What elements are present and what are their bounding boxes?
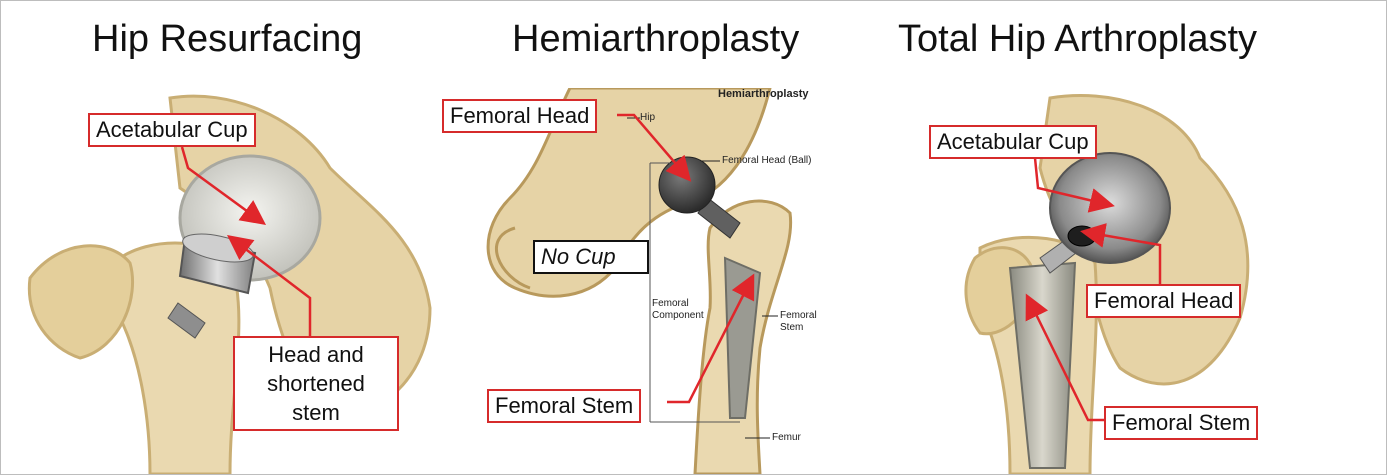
- femoral-component-line1: Femoral: [652, 298, 689, 309]
- small-label-femoral-head-ball: Femoral Head (Ball): [722, 155, 811, 166]
- femoral-stem-line1: Femoral: [780, 310, 817, 321]
- small-label-femur: Femur: [772, 432, 801, 443]
- label-middle-femoral-stem: Femoral Stem: [487, 389, 641, 423]
- label-right-femoral-stem: Femoral Stem: [1104, 406, 1258, 440]
- femoral-component-line2: Component: [652, 310, 704, 321]
- small-heading-hemiarthroplasty: Hemiarthroplasty: [718, 88, 808, 100]
- label-right-femoral-head: Femoral Head: [1086, 284, 1241, 318]
- title-hip-resurfacing: Hip Resurfacing: [92, 18, 362, 61]
- title-hemiarthroplasty: Hemiarthroplasty: [512, 18, 799, 61]
- femoral-stem-line2: Stem: [780, 322, 803, 333]
- label-right-acetabular-cup: Acetabular Cup: [929, 125, 1097, 159]
- label-no-cup: No Cup: [533, 240, 649, 274]
- small-label-femoral-component: Femoral Component: [652, 298, 704, 322]
- label-left-acetabular-cup: Acetabular Cup: [88, 113, 256, 147]
- label-middle-femoral-head: Femoral Head: [442, 99, 597, 133]
- title-total-hip-arthroplasty: Total Hip Arthroplasty: [898, 18, 1257, 61]
- label-head-and-shortened-stem: Head and shortened stem: [233, 336, 399, 431]
- small-label-hip: Hip: [640, 112, 655, 123]
- small-label-femoral-stem: Femoral Stem: [780, 310, 817, 334]
